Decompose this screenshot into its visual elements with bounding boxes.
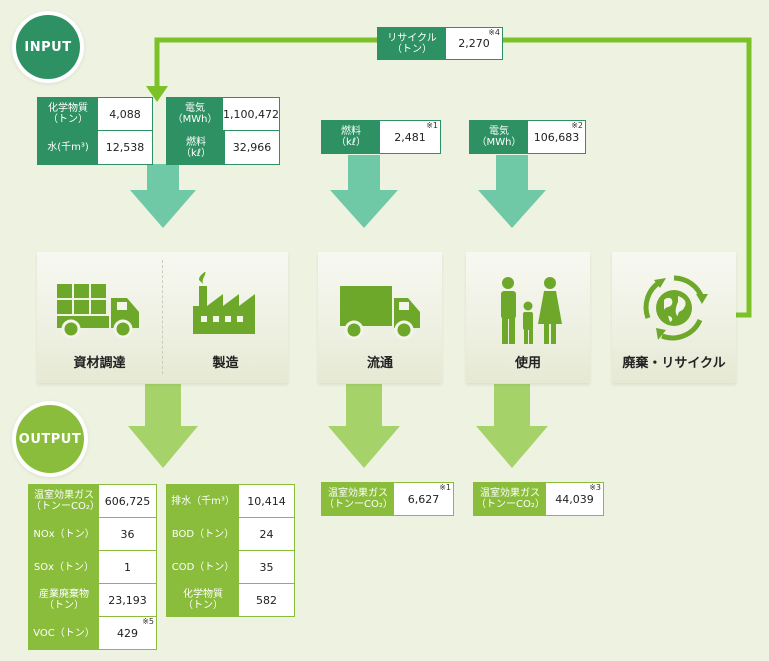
output-industrial-waste-value: 23,193 xyxy=(108,593,147,607)
input-distribution-fuel-label: 燃料（kℓ） xyxy=(322,121,380,153)
stage-label-use: 使用 xyxy=(514,356,541,371)
output-industrial-waste-box: 産業廃棄物（トン） 23,193 xyxy=(28,584,157,617)
stage-disposal: 廃棄・リサイクル xyxy=(612,252,736,383)
output-cod-box: COD（トン） 35 xyxy=(166,551,295,584)
output-bod-box: BOD（トン） 24 xyxy=(166,518,295,551)
stage-label-manufacturing: 製造 xyxy=(212,356,239,371)
stage-use: 使用 xyxy=(466,252,590,383)
output-arrow-manufacturing xyxy=(128,384,198,468)
input-electricity-value: 1,100,472 xyxy=(223,107,279,121)
stage-procurement-manufacturing: 資材調達 製造 xyxy=(37,252,288,383)
output-cod-label: COD（トン） xyxy=(167,551,239,583)
output-chemicals-label: 化学物質（トン） xyxy=(167,584,239,616)
input-use-electricity-box: 電気（MWh） 106,683 ※2 xyxy=(469,120,586,154)
output-bod-value: 24 xyxy=(259,527,274,541)
input-badge: INPUT xyxy=(16,15,80,79)
output-wastewater-value: 10,414 xyxy=(247,494,286,508)
output-ghg-label: 温室効果ガス（トンーCO₂） xyxy=(29,485,100,517)
output-cod-value: 35 xyxy=(259,560,274,574)
input-arrow-manufacturing xyxy=(130,164,196,228)
output-ghg-value: 606,725 xyxy=(104,494,151,508)
stage-distribution: 流通 xyxy=(318,252,442,383)
output-distribution-ghg-value: 6,627 ※1 xyxy=(407,483,451,506)
recycle-label: リサイクル（トン） xyxy=(378,28,446,59)
recycle-note: ※4 xyxy=(488,28,500,37)
output-badge: OUTPUT xyxy=(16,405,84,473)
output-voc-box: VOC（トン） 429 ※5 xyxy=(28,617,157,650)
input-water-box: 水(千m³) 12,538 xyxy=(37,131,153,165)
output-voc-label: VOC（トン） xyxy=(29,617,99,649)
input-fuel-box: 燃料（kℓ） 32,966 xyxy=(166,131,280,165)
factory-icon xyxy=(193,272,255,334)
input-fuel-label: 燃料（kℓ） xyxy=(167,131,225,164)
output-distribution-ghg-label: 温室効果ガス（トンーCO₂） xyxy=(322,483,394,515)
output-use-ghg-box: 温室効果ガス（トンーCO₂） 44,039 ※3 xyxy=(473,482,604,516)
stage-label-distribution: 流通 xyxy=(366,356,393,371)
output-nox-value: 36 xyxy=(120,527,135,541)
input-chemicals-value: 4,088 xyxy=(109,107,141,121)
output-arrow-distribution xyxy=(328,384,400,468)
stage-label-procurement: 資材調達 xyxy=(73,356,126,371)
output-distribution-note: ※1 xyxy=(439,483,451,492)
recycle-box: リサイクル（トン） 2,270 ※4 xyxy=(377,27,503,60)
output-sox-label: SOx（トン） xyxy=(29,551,99,583)
output-bod-label: BOD（トン） xyxy=(167,518,239,550)
stage-divider xyxy=(162,260,163,374)
truck-icon xyxy=(57,284,139,338)
input-distribution-fuel-box: 燃料（kℓ） 2,481 ※1 xyxy=(321,120,441,154)
output-use-note: ※3 xyxy=(589,483,601,492)
output-chemicals-value: 582 xyxy=(256,593,277,607)
output-use-ghg-value: 44,039 ※3 xyxy=(555,483,601,506)
output-nox-box: NOx（トン） 36 xyxy=(28,518,157,551)
input-use-electricity-value: 106,683 ※2 xyxy=(533,121,583,144)
input-electricity-label: 電気（MWh） xyxy=(167,98,224,130)
recycle-arrowhead xyxy=(146,86,168,102)
input-chemicals-box: 化学物質（トン） 4,088 xyxy=(37,97,153,131)
input-arrow-distribution xyxy=(330,155,398,228)
output-wastewater-label: 排水（千m³） xyxy=(167,485,239,517)
input-use-note: ※2 xyxy=(571,121,583,130)
recycle-value: 2,270 ※4 xyxy=(458,28,500,51)
input-water-value: 12,538 xyxy=(105,141,145,154)
recycle-loop-line xyxy=(502,37,752,318)
input-use-electricity-label: 電気（MWh） xyxy=(470,121,528,153)
output-chemicals-box: 化学物質（トン） 582 xyxy=(166,584,295,617)
input-electricity-box: 電気（MWh） 1,100,472 xyxy=(166,97,280,131)
output-distribution-ghg-box: 温室効果ガス（トンーCO₂） 6,627 ※1 xyxy=(321,482,454,516)
input-distribution-fuel-value: 2,481 ※1 xyxy=(394,121,438,144)
output-arrow-use xyxy=(476,384,548,468)
output-voc-note: ※5 xyxy=(142,617,154,626)
input-distribution-note: ※1 xyxy=(426,121,438,130)
delivery-truck-icon xyxy=(340,286,420,340)
output-voc-value: 429 ※5 xyxy=(117,617,154,640)
output-ghg-box: 温室効果ガス（トンーCO₂） 606,725 xyxy=(28,484,157,518)
output-industrial-waste-label: 産業廃棄物（トン） xyxy=(29,584,99,616)
recycle-loop-line-2 xyxy=(154,37,377,88)
output-wastewater-box: 排水（千m³） 10,414 xyxy=(166,484,295,518)
stage-label-disposal: 廃棄・リサイクル xyxy=(622,356,726,371)
output-sox-box: SOx（トン） 1 xyxy=(28,551,157,584)
input-fuel-value: 32,966 xyxy=(232,141,272,154)
input-chemicals-label: 化学物質（トン） xyxy=(38,98,98,130)
input-water-label: 水(千m³) xyxy=(38,131,98,164)
output-nox-label: NOx（トン） xyxy=(29,518,99,550)
output-sox-value: 1 xyxy=(124,560,131,574)
recycle-globe-icon xyxy=(643,275,708,341)
family-icon xyxy=(501,277,562,344)
input-arrow-use xyxy=(478,155,546,228)
output-use-ghg-label: 温室効果ガス（トンーCO₂） xyxy=(474,483,546,515)
